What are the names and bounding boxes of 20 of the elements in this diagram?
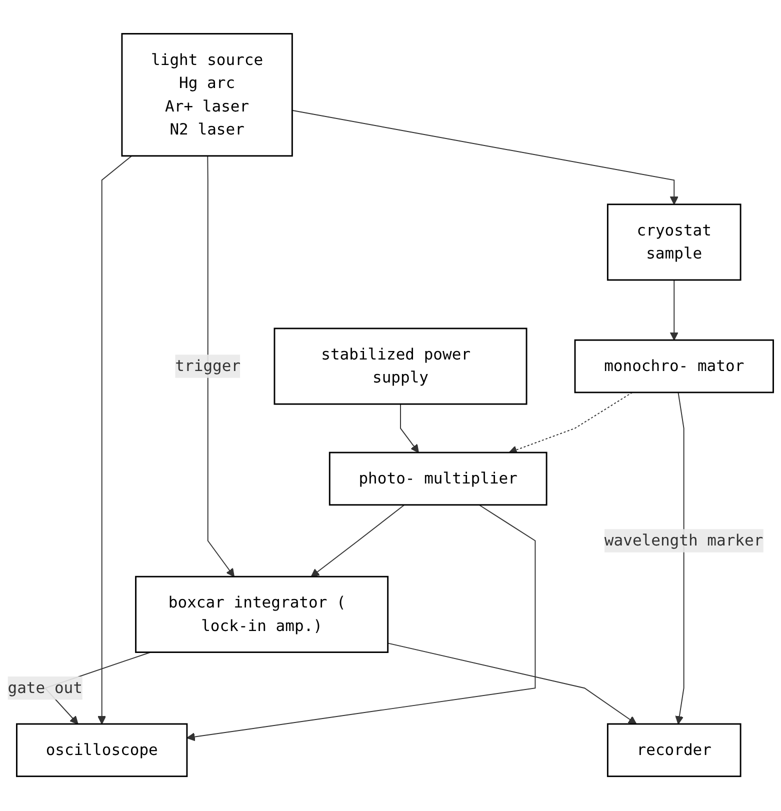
arrow bbox=[98, 156, 132, 725]
arrow bbox=[207, 156, 234, 578]
arrow bbox=[670, 280, 678, 341]
arrow bbox=[310, 504, 405, 578]
node-box: stabilized power supply bbox=[274, 328, 528, 406]
arrow bbox=[387, 643, 637, 725]
node-box: light source Hg arc Ar+ laser N2 laser bbox=[121, 33, 293, 158]
node-box: monochro- mator bbox=[574, 340, 774, 394]
edge-label: trigger bbox=[175, 357, 241, 376]
node-box: cryostat sample bbox=[606, 204, 742, 282]
arrow bbox=[675, 392, 684, 725]
node-box: oscilloscope bbox=[16, 724, 188, 778]
edge-label: gate out bbox=[8, 678, 82, 698]
arrow bbox=[292, 110, 678, 206]
node-box: recorder bbox=[606, 724, 742, 778]
node-box: photo- multiplier bbox=[328, 452, 548, 506]
edge-label: wavelength marker bbox=[604, 532, 764, 550]
arrow bbox=[400, 404, 419, 454]
arrow bbox=[186, 504, 536, 742]
node-box: boxcar integrator ( lock-in amp.) bbox=[135, 576, 389, 654]
